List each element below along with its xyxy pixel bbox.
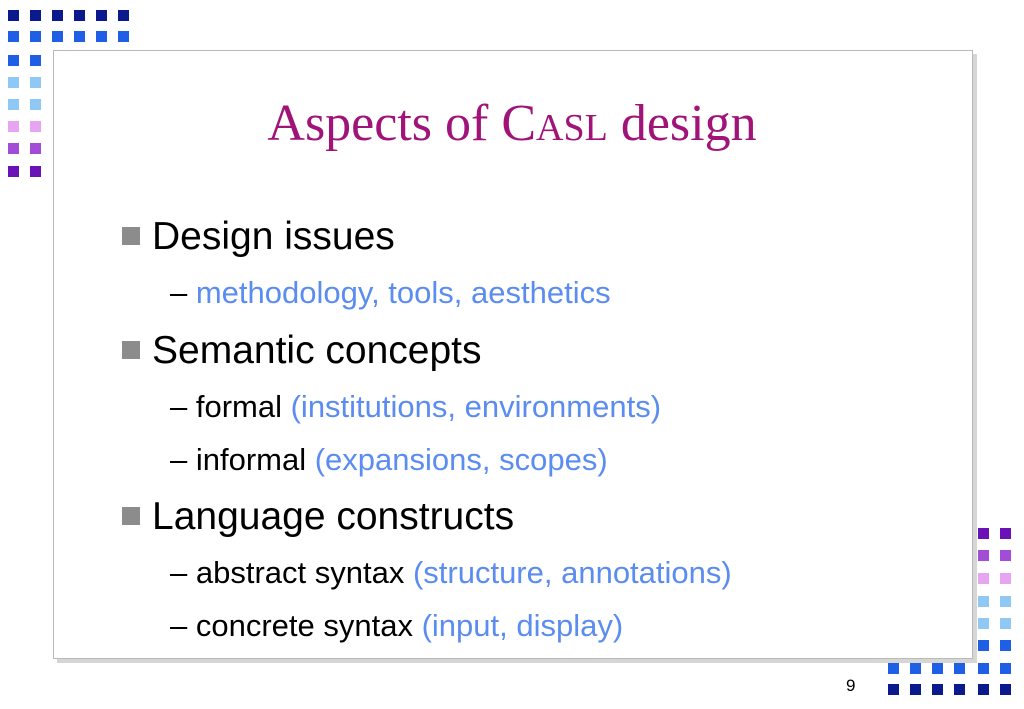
deco-square <box>74 10 85 21</box>
deco-square <box>8 143 19 154</box>
deco-square <box>30 143 41 154</box>
sub-bullet-item: – methodology, tools, aesthetics <box>170 274 611 312</box>
deco-square <box>1000 640 1011 651</box>
deco-square <box>52 31 63 42</box>
deco-square <box>932 663 943 674</box>
deco-square <box>978 573 989 584</box>
sub-bullet-item: – abstract syntax (structure, annotation… <box>170 554 732 592</box>
deco-square <box>888 684 899 695</box>
deco-square <box>30 99 41 110</box>
square-bullet-icon <box>122 340 140 359</box>
sub-bullet-detail: (input, display) <box>421 608 624 643</box>
sub-bullet-detail: (structure, annotations) <box>412 555 732 590</box>
sub-bullet-item: – formal (institutions, environments) <box>170 388 661 426</box>
title-suffix: design <box>607 95 757 152</box>
sub-bullet-text: concrete syntax <box>195 608 422 643</box>
deco-square <box>910 684 921 695</box>
deco-square <box>96 31 107 42</box>
deco-square <box>30 31 41 42</box>
sub-bullet-detail: methodology, tools, aesthetics <box>195 275 611 310</box>
deco-square <box>1000 550 1011 561</box>
deco-square <box>30 77 41 88</box>
dash: – <box>170 608 196 643</box>
bullet-label: Language constructs <box>152 495 515 538</box>
deco-square <box>8 121 19 132</box>
deco-square <box>978 684 989 695</box>
sub-bullet-detail: (expansions, scopes) <box>314 442 608 477</box>
bullet-item: Semantic concepts <box>122 328 482 374</box>
bullet-label: Design issues <box>152 215 395 258</box>
square-bullet-icon <box>122 226 140 245</box>
page-number: 9 <box>846 676 856 695</box>
deco-square <box>118 31 129 42</box>
sub-bullet-item: – concrete syntax (input, display) <box>170 607 623 645</box>
deco-square <box>8 99 19 110</box>
deco-square <box>978 663 989 674</box>
deco-square <box>1000 528 1011 539</box>
deco-square <box>30 121 41 132</box>
deco-square <box>1000 596 1011 607</box>
bullet-label: Semantic concepts <box>152 329 482 372</box>
deco-square <box>118 10 129 21</box>
dash: – <box>170 442 196 477</box>
deco-square <box>52 10 63 21</box>
deco-square <box>8 166 19 177</box>
sub-bullet-item: – informal (expansions, scopes) <box>170 441 608 479</box>
slide-title: Aspects of CASL design <box>0 92 1024 160</box>
deco-square <box>8 31 19 42</box>
deco-square <box>1000 684 1011 695</box>
deco-square <box>978 550 989 561</box>
deco-square <box>978 640 989 651</box>
sub-bullet-text: formal <box>195 389 291 424</box>
deco-square <box>1000 573 1011 584</box>
deco-square <box>954 663 965 674</box>
deco-square <box>30 166 41 177</box>
sub-bullet-detail: (institutions, environments) <box>290 389 662 424</box>
deco-square <box>8 10 19 21</box>
title-small-caps: ASL <box>536 107 608 149</box>
deco-square <box>30 55 41 66</box>
deco-square <box>8 77 19 88</box>
sub-bullet-text: informal <box>195 442 315 477</box>
deco-square <box>978 528 989 539</box>
sub-bullet-text: abstract syntax <box>195 555 413 590</box>
deco-square <box>932 684 943 695</box>
dash: – <box>170 389 196 424</box>
bullet-item: Design issues <box>122 214 395 260</box>
deco-square <box>954 684 965 695</box>
slide-panel <box>53 50 973 659</box>
bullet-item: Language constructs <box>122 494 514 540</box>
deco-square <box>1000 618 1011 629</box>
deco-square <box>8 55 19 66</box>
deco-square <box>74 31 85 42</box>
dash: – <box>170 275 196 310</box>
dash: – <box>170 555 196 590</box>
square-bullet-icon <box>122 506 140 525</box>
deco-square <box>30 10 41 21</box>
deco-square <box>96 10 107 21</box>
deco-square <box>910 663 921 674</box>
deco-square <box>978 618 989 629</box>
deco-square <box>1000 663 1011 674</box>
title-prefix: Aspects of C <box>267 95 537 152</box>
deco-square <box>978 596 989 607</box>
deco-square <box>888 663 899 674</box>
